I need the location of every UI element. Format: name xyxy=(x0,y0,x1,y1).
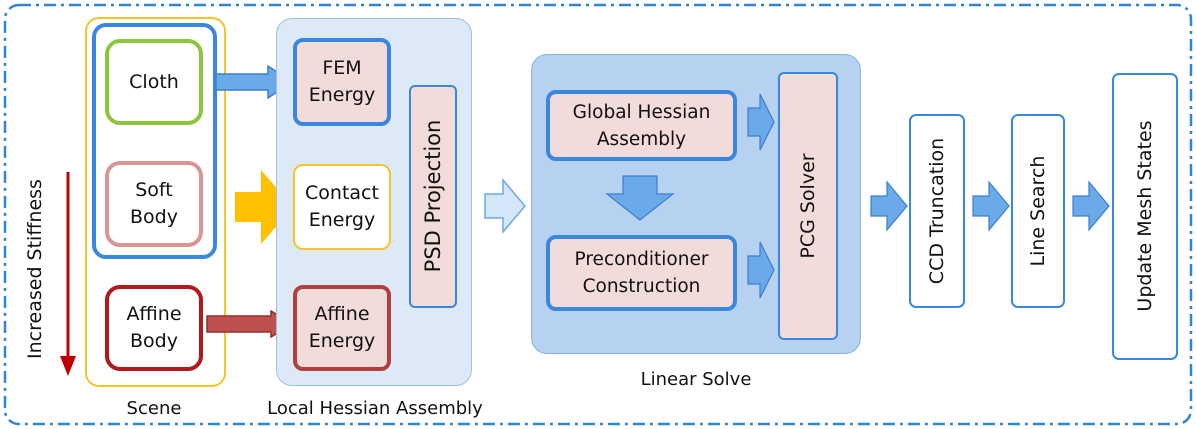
arrow-local-to-linear xyxy=(484,178,526,234)
psd-projection-label: PSD Projection xyxy=(421,119,445,273)
ccd-truncation-label: CCD Truncation xyxy=(926,137,948,285)
scene-group xyxy=(85,17,226,387)
pcg-solver xyxy=(778,72,838,340)
scene-item-soft-body: Soft Body xyxy=(105,161,203,247)
arrow-global-to-pcg xyxy=(747,93,775,151)
arrow-soft-to-contact xyxy=(235,170,293,244)
update-mesh-states-label: Update Mesh States xyxy=(1134,120,1156,312)
deformable-group xyxy=(92,23,217,259)
preconditioner-construction: Preconditioner Construction xyxy=(546,235,737,311)
arrow-preconditioner-to-pcg xyxy=(747,241,775,299)
scene-item-cloth: Cloth xyxy=(105,39,203,125)
scene-caption: Scene xyxy=(126,397,182,419)
energy-affine: Affine Energy xyxy=(293,285,391,371)
arrow-linear-to-ccd xyxy=(870,180,908,232)
scene-item-affine-body: Affine Body xyxy=(105,285,203,371)
pcg-solver-label: PCG Solver xyxy=(797,153,819,259)
psd-projection xyxy=(409,85,457,308)
line-search-step xyxy=(1011,114,1065,308)
linear-solve-caption: Linear Solve xyxy=(640,368,752,390)
energy-fem: FEM Energy xyxy=(293,38,391,126)
line-search-label: Line Search xyxy=(1027,155,1049,267)
arrow-line-search-to-update xyxy=(1072,180,1110,232)
update-mesh-states-step xyxy=(1112,73,1178,360)
ccd-truncation-step xyxy=(909,114,965,308)
arrow-global-to-preconditioner xyxy=(605,175,675,221)
stiffness-arrow xyxy=(60,172,76,376)
local-hessian-caption: Local Hessian Assembly xyxy=(267,397,483,419)
stiffness-label: Increased Stiffness xyxy=(24,179,46,359)
global-hessian-assembly: Global Hessian Assembly xyxy=(546,90,737,161)
energy-contact: Contact Energy xyxy=(293,164,391,250)
arrow-ccd-to-line-search xyxy=(972,180,1010,232)
